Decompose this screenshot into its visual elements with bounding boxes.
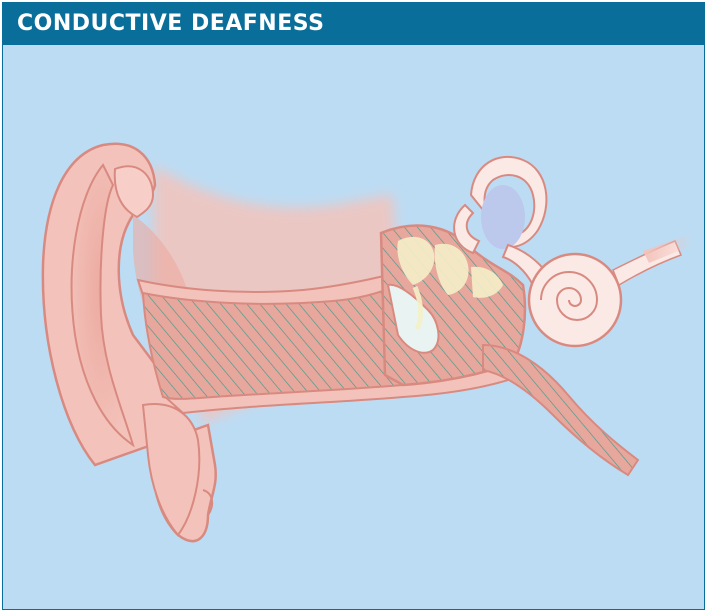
hatched-eustachian-tube <box>483 345 638 475</box>
cochlea <box>529 254 621 346</box>
hatched-ear-canal <box>143 289 403 399</box>
header-bar: CONDUCTIVE DEAFNESS <box>3 3 704 45</box>
ear-cross-section-illustration <box>3 45 704 609</box>
page-title: CONDUCTIVE DEAFNESS <box>17 11 324 37</box>
